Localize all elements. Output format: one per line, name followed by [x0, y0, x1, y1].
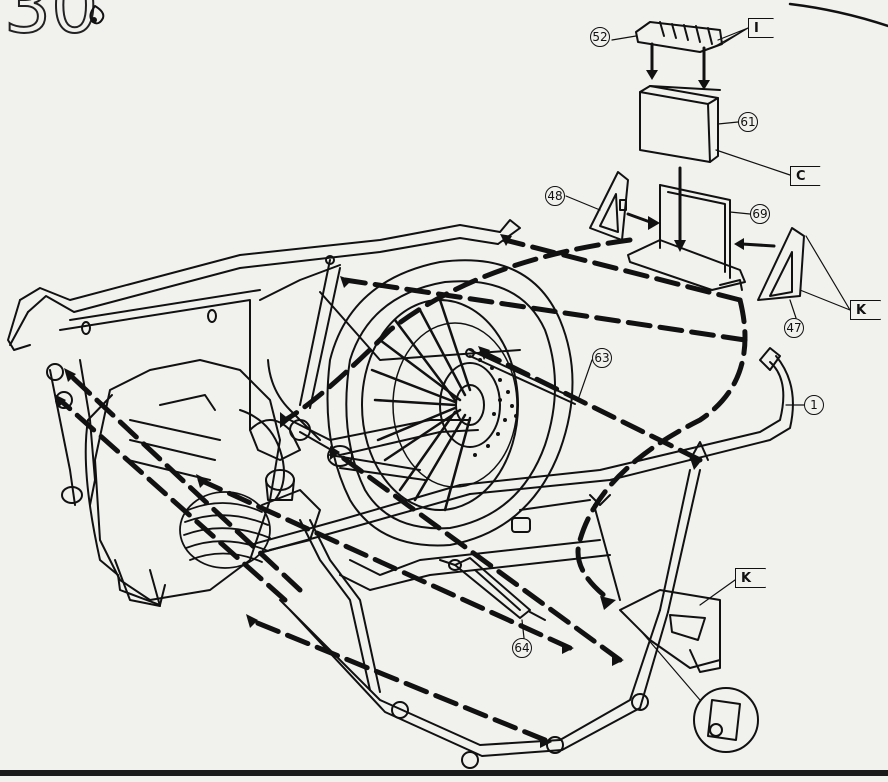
callout-part-1: 1 [804, 395, 824, 415]
callout-part-61: 61 [738, 112, 758, 132]
callout-part-69: 69 [750, 204, 770, 224]
bottom-rule [0, 770, 888, 776]
glue-drop-icon [89, 5, 105, 25]
engine-gearbox [84, 359, 321, 607]
flag-i: I [748, 18, 774, 38]
flag-c: C [790, 166, 821, 186]
callout-part-52: 52 [590, 27, 610, 47]
swing-arm [289, 419, 479, 481]
step-number: 30 [3, 0, 99, 50]
bracket-part-47 [757, 227, 805, 301]
bracket-part-48 [589, 171, 629, 241]
shock-part-64 [439, 557, 546, 621]
insert-arrows [626, 42, 776, 248]
callout-part-64: 64 [512, 638, 532, 658]
battery-part-61 [639, 85, 721, 163]
callout-part-48: 48 [545, 186, 565, 206]
callout-part-47: 47 [784, 318, 804, 338]
guide-arrows [57, 237, 748, 743]
detail-magnifier [693, 687, 759, 753]
callout-part-63: 63 [592, 348, 612, 368]
frame-part-1 [7, 219, 794, 769]
border-curve [788, 2, 888, 28]
battery-tray-part-69 [627, 184, 746, 291]
battery-cap-part-52 [635, 21, 723, 53]
rear-wheel [326, 259, 574, 547]
arrow-heads [54, 70, 744, 748]
leader-lines [521, 27, 851, 701]
